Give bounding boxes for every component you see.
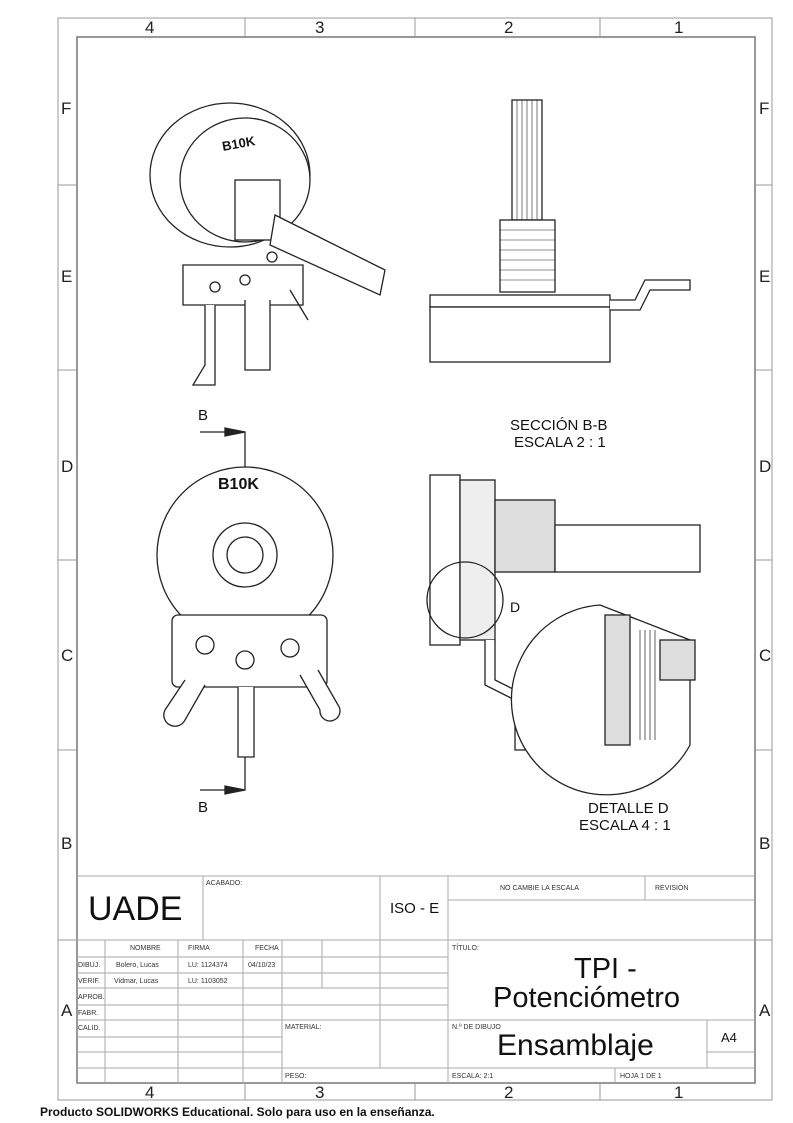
title-block-grid [77,875,755,1083]
zone-col-top: 3 [315,18,325,37]
front-view [156,427,341,795]
zone-row-left: F [61,99,72,118]
header-fecha: FECHA [255,945,279,952]
isometric-view [149,102,386,386]
title-line1: TPI - [574,953,637,985]
zone-row-right: E [759,267,771,286]
cut-marker-bottom: B [198,799,209,816]
header-nombre: NOMBRE [130,945,161,952]
header-firma: FIRMA [188,945,210,952]
company-name: UADE [88,890,183,928]
detail-view [510,604,696,796]
firma: LU: 1124374 [188,962,228,969]
role: APROB. [78,994,105,1001]
material-label: MATERIAL: [285,1024,322,1031]
zone-col-bottom: 2 [504,1083,514,1102]
section-label: SECCIÓN B-B [510,417,608,434]
role: FABR. [78,1010,99,1017]
zone-row-left: D [61,457,74,476]
detail-label: DETALLE D [588,800,669,817]
educational-watermark: Producto SOLIDWORKS Educational. Solo pa… [40,1105,435,1119]
drawing-number: Ensamblaje [497,1029,654,1062]
zone-row-left: E [61,267,73,286]
revision-label: REVISIÓN [655,885,689,892]
name: Vidmar, Lucas [114,978,159,985]
role: VERIF. [78,978,100,985]
acabado-label: ACABADO: [206,880,243,887]
zone-row-left: A [61,1001,73,1020]
zone-row-right: C [759,646,772,665]
detail-scale: ESCALA 4 : 1 [579,817,671,834]
zone-col-top: 4 [145,18,155,37]
part-marking: B10K [218,476,259,493]
fecha: 04/10/23 [248,962,276,969]
peso-label: PESO: [285,1073,307,1080]
zone-row-left: C [61,646,74,665]
name: Bolero, Lucas [116,962,159,969]
zone-col-top: 1 [674,18,684,37]
scale: ESCALA: 2:1 [452,1073,494,1080]
zone-row-right: D [759,457,772,476]
zone-row-right: F [759,99,770,118]
titulo-label: TÍTULO: [452,945,479,952]
zone-row-left: B [61,834,73,853]
cut-marker-top: B [198,407,209,424]
zone-row-right: A [759,1001,771,1020]
detail-marker: D [510,599,521,615]
firma: LU: 1103052 [188,978,228,985]
role: CALID. [78,1025,101,1032]
section-view [426,474,701,751]
section-scale: ESCALA 2 : 1 [514,434,606,451]
sheet-number: HOJA 1 DE 1 [620,1073,662,1080]
standard: ISO - E [390,900,440,917]
sheet-size: A4 [721,1030,737,1045]
role: DIBUJ. [78,962,101,969]
zone-row-right: B [759,834,771,853]
zone-col-top: 2 [504,18,514,37]
title-line2: Potenciómetro [493,982,680,1014]
no-scale-note: NO CAMBIE LA ESCALA [500,885,579,892]
zone-col-bottom: 4 [145,1083,155,1102]
side-view [429,99,691,363]
drawing-no-label: N.º DE DIBUJO [452,1024,501,1031]
zone-col-bottom: 1 [674,1083,684,1102]
zone-col-bottom: 3 [315,1083,325,1102]
